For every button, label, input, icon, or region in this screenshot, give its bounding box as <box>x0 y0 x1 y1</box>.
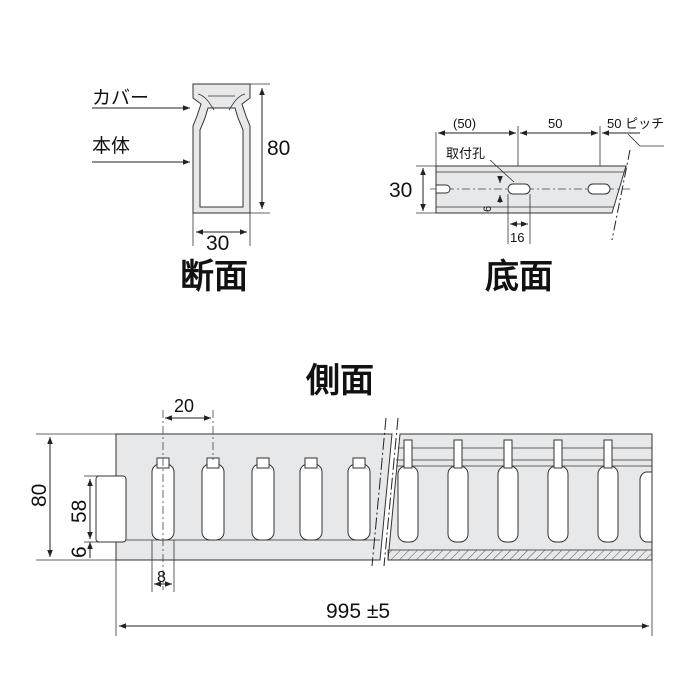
slot-width-dim: 8 <box>157 569 166 586</box>
side-slot <box>597 465 619 543</box>
side-slot <box>299 463 323 541</box>
bottom-plate <box>435 165 627 214</box>
top-pitch-dim: 20 <box>174 396 194 416</box>
pitch-end-dim: 50 ピッチ <box>607 116 664 131</box>
side-slot <box>547 465 569 543</box>
section-cavity <box>199 107 244 208</box>
section-width-dim: 30 <box>206 232 229 255</box>
section-title: 断面 <box>180 257 248 297</box>
side-notch <box>503 439 513 469</box>
side-height-dim: 80 <box>28 484 51 507</box>
mounting-hole-2 <box>587 183 611 195</box>
side-bottom-dim: 6 <box>68 546 91 558</box>
side-slot-dim: 58 <box>68 500 91 523</box>
cover-label: カバー <box>92 88 149 109</box>
side-notch <box>553 439 563 469</box>
total-length-dim: 995 ±5 <box>326 600 390 623</box>
pitch-start-dim: (50) <box>453 116 476 131</box>
hole-label: 取付孔 <box>446 146 485 161</box>
bottom-view: (50) 50 50 ピッチ 30 取付孔 6 16 底面 <box>389 116 664 297</box>
section-height-dim: 80 <box>267 137 290 160</box>
side-slot <box>397 465 419 543</box>
side-slot <box>347 463 371 541</box>
side-slot <box>497 465 519 543</box>
side-notch <box>256 457 270 469</box>
bottom-height-dim: 30 <box>389 179 412 202</box>
mounting-hole-1 <box>507 183 531 195</box>
bottom-title: 底面 <box>485 257 553 297</box>
pitch-mid-dim: 50 <box>548 116 562 131</box>
side-notch <box>403 439 413 469</box>
side-view: 側面 <box>28 361 653 636</box>
side-slot <box>95 475 127 543</box>
side-slot <box>201 463 225 541</box>
side-slot <box>447 465 469 543</box>
slot-length-dim: 16 <box>510 230 524 245</box>
side-title: 側面 <box>305 361 374 401</box>
side-notch <box>304 457 318 469</box>
side-notch <box>352 457 366 469</box>
side-slot <box>251 463 275 541</box>
slot-height-dim: 6 <box>482 206 494 212</box>
section-view: 80 30 カバー 本体 断面 <box>92 83 290 297</box>
body-label: 本体 <box>92 135 130 157</box>
side-notch <box>453 439 463 469</box>
side-notch <box>603 439 613 469</box>
